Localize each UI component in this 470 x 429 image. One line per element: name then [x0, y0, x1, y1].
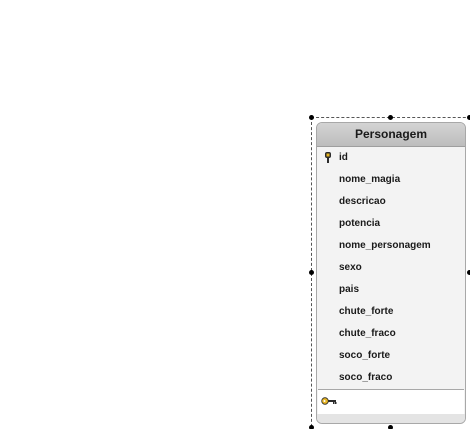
column-row[interactable]: nome_magia	[317, 169, 465, 191]
column-name: nome_personagem	[339, 240, 431, 251]
column-row[interactable]: sexo	[317, 257, 465, 279]
resize-handle-top-left[interactable]	[309, 115, 314, 120]
column-name: soco_forte	[339, 350, 391, 361]
column-row[interactable]: soco_forte	[317, 345, 465, 367]
column-row[interactable]: soco_fraco	[317, 367, 465, 389]
keys-section[interactable]	[318, 389, 464, 414]
resize-handle-middle-left[interactable]	[309, 270, 314, 275]
resize-handle-middle-right[interactable]	[467, 270, 470, 275]
column-name: pais	[339, 284, 360, 295]
resize-handle-bottom-left[interactable]	[309, 425, 314, 429]
column-name: id	[339, 152, 348, 163]
entity-footer	[317, 414, 465, 423]
column-name: sexo	[339, 262, 362, 273]
column-row[interactable]: pais	[317, 279, 465, 301]
primary-key-icon	[325, 152, 331, 163]
entity-columns: id nome_magia descricao potencia nome_pe…	[317, 147, 465, 389]
column-name: nome_magia	[339, 174, 401, 185]
resize-handle-bottom-middle[interactable]	[388, 425, 393, 429]
entity-title[interactable]: Personagem	[317, 123, 465, 147]
column-row[interactable]: descricao	[317, 191, 465, 213]
column-row[interactable]: potencia	[317, 213, 465, 235]
column-row[interactable]: nome_personagem	[317, 235, 465, 257]
column-row[interactable]: id	[317, 147, 465, 169]
entity-table[interactable]: Personagem id nome_magia descricao poten…	[316, 122, 466, 424]
resize-handle-top-middle[interactable]	[388, 115, 393, 120]
column-name: potencia	[339, 218, 381, 229]
resize-handle-top-right[interactable]	[467, 115, 470, 120]
key-icon	[321, 397, 337, 405]
column-name: soco_fraco	[339, 372, 393, 383]
column-row[interactable]: chute_forte	[317, 301, 465, 323]
column-name: chute_fraco	[339, 328, 396, 339]
column-name: descricao	[339, 196, 386, 207]
column-name: chute_forte	[339, 306, 394, 317]
column-row[interactable]: chute_fraco	[317, 323, 465, 345]
